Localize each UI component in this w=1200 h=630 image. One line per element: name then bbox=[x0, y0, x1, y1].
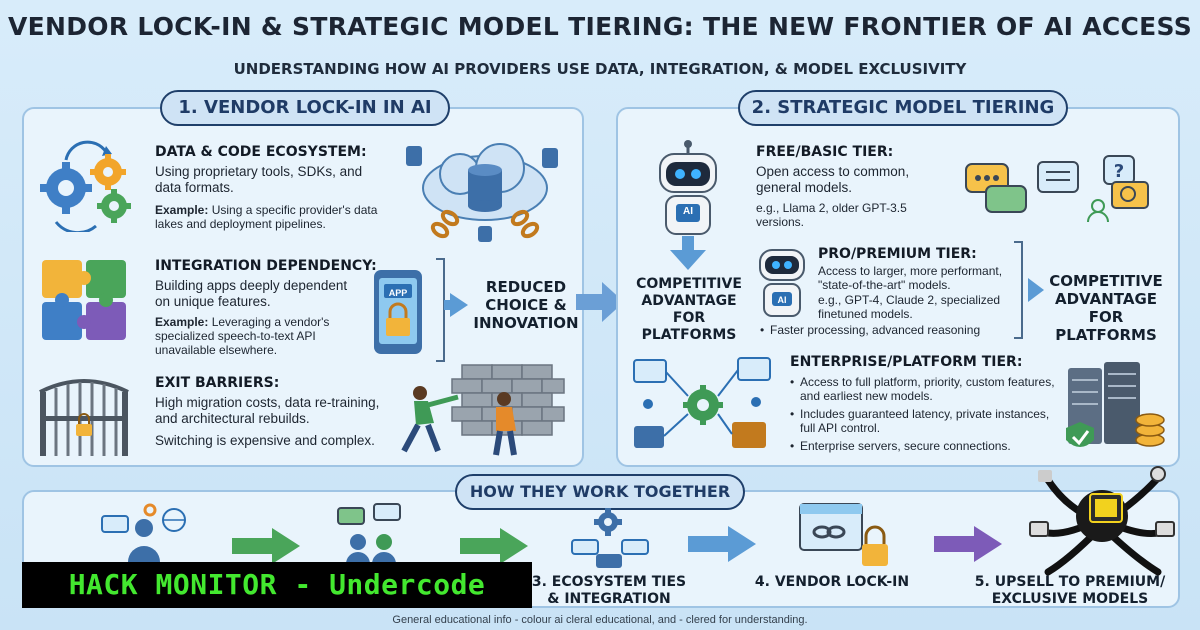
how-together-title: HOW THEY WORK TOGETHER bbox=[455, 474, 745, 510]
robot-ai-label: AI bbox=[683, 206, 693, 217]
example-label: Example: bbox=[155, 315, 209, 329]
step-arrow-1 bbox=[232, 528, 300, 564]
footer-note: General educational info - colour ai cle… bbox=[392, 614, 808, 626]
step-arrow-3 bbox=[688, 526, 756, 562]
enterprise-bullet: Includes guaranteed latency, private ins… bbox=[790, 407, 1060, 435]
step-3-label: 3. ECOSYSTEM TIES & INTEGRATION bbox=[531, 574, 687, 607]
section-arrow bbox=[576, 282, 624, 322]
network-gear-icon bbox=[633, 357, 771, 448]
competitive-advantage-left: COMPETITIVE ADVANTAGE FOR PLATFORMS bbox=[636, 276, 742, 343]
app-label: APP bbox=[388, 288, 408, 298]
cloud-database-chain-icon bbox=[406, 143, 558, 242]
free-tier-example: e.g., Llama 2, older GPT-3.5 versions. bbox=[756, 201, 907, 229]
pro-tier-example: e.g., GPT-4, Claude 2, specialized finet… bbox=[818, 293, 1001, 321]
exit-barriers-heading: EXIT BARRIERS: bbox=[155, 375, 280, 391]
example-label: Example: bbox=[155, 203, 209, 217]
step-arrow-2 bbox=[460, 528, 528, 564]
free-tier-heading: FREE/BASIC TIER: bbox=[756, 144, 894, 160]
gears-icon bbox=[40, 140, 131, 232]
down-arrow-icon bbox=[670, 236, 706, 270]
pro-tier-bullet: Faster processing, advanced reasoning bbox=[760, 323, 1020, 337]
octopus-hacker-icon bbox=[1029, 466, 1175, 576]
robot-pro-ai-label: AI bbox=[777, 295, 787, 305]
step-5-label: 5. UPSELL TO PREMIUM/ EXCLUSIVE MODELS bbox=[974, 574, 1166, 607]
person-wall-icon bbox=[401, 364, 565, 456]
step-arrow-4 bbox=[934, 526, 1002, 562]
locked-gate-icon bbox=[39, 379, 129, 456]
integration-example: Example: Leveraging a vendor's specializ… bbox=[155, 315, 370, 357]
svg-text:?: ? bbox=[1114, 161, 1124, 182]
data-code-text: Using proprietary tools, SDKs, and data … bbox=[155, 164, 363, 195]
integration-text: Building apps deeply dependent on unique… bbox=[155, 278, 348, 309]
puzzle-icon bbox=[42, 260, 126, 340]
step-4-label: 4. VENDOR LOCK-IN bbox=[754, 574, 910, 590]
robot-icon bbox=[659, 140, 717, 235]
example-text: Using a specific provider's data lakes a… bbox=[155, 203, 378, 231]
free-tier-text: Open access to common, general models. bbox=[756, 164, 910, 195]
page-subtitle: UNDERSTANDING HOW AI PROVIDERS USE DATA,… bbox=[233, 60, 967, 78]
ecosystem-ties-icon bbox=[571, 508, 649, 568]
data-code-heading: DATA & CODE ECOSYSTEM: bbox=[155, 144, 367, 160]
chat-bubbles-icon: ? bbox=[965, 155, 1149, 223]
enterprise-tier-bullets: Access to full platform, priority, custo… bbox=[790, 375, 1060, 453]
browser-lock-icon bbox=[799, 503, 888, 566]
tier-bracket-connector bbox=[1014, 241, 1044, 339]
data-code-example: Example: Using a specific provider's dat… bbox=[155, 203, 390, 231]
users-chat-icon bbox=[101, 503, 186, 562]
pro-tier-text: Access to larger, more performant, "stat… bbox=[818, 264, 1003, 292]
servers-shield-icon bbox=[1066, 362, 1165, 447]
section-vendor-lockin-title: 1. VENDOR LOCK-IN IN AI bbox=[160, 90, 450, 126]
team-chat-icon bbox=[337, 503, 401, 564]
phone-lock-icon bbox=[374, 270, 422, 354]
enterprise-tier-heading: ENTERPRISE/PLATFORM TIER: bbox=[790, 354, 1023, 370]
exit-barriers-note: Switching is expensive and complex. bbox=[155, 433, 375, 448]
example-text: Leveraging a vendor's specialized speech… bbox=[155, 315, 330, 357]
reduced-choice-outcome: REDUCED CHOICE & INNOVATION bbox=[473, 278, 579, 332]
hack-monitor-banner: HACK MONITOR - Undercode bbox=[22, 562, 532, 608]
pro-tier-bullets: Faster processing, advanced reasoning bbox=[760, 323, 1020, 337]
page-title: VENDOR LOCK-IN & STRATEGIC MODEL TIERING… bbox=[7, 12, 1193, 41]
bracket-connector bbox=[436, 258, 468, 362]
enterprise-bullet: Access to full platform, priority, custo… bbox=[790, 375, 1060, 403]
pro-tier-heading: PRO/PREMIUM TIER: bbox=[818, 246, 977, 262]
section-model-tiering-title: 2. STRATEGIC MODEL TIERING bbox=[738, 90, 1068, 126]
competitive-advantage-right: COMPETITIVE ADVANTAGE FOR PLATFORMS bbox=[1049, 272, 1163, 344]
integration-heading: INTEGRATION DEPENDENCY: bbox=[155, 258, 377, 274]
robot-pro-icon bbox=[759, 249, 805, 317]
exit-barriers-text: High migration costs, data re-training, … bbox=[155, 395, 380, 426]
enterprise-bullet: Enterprise servers, secure connections. bbox=[790, 439, 1060, 453]
